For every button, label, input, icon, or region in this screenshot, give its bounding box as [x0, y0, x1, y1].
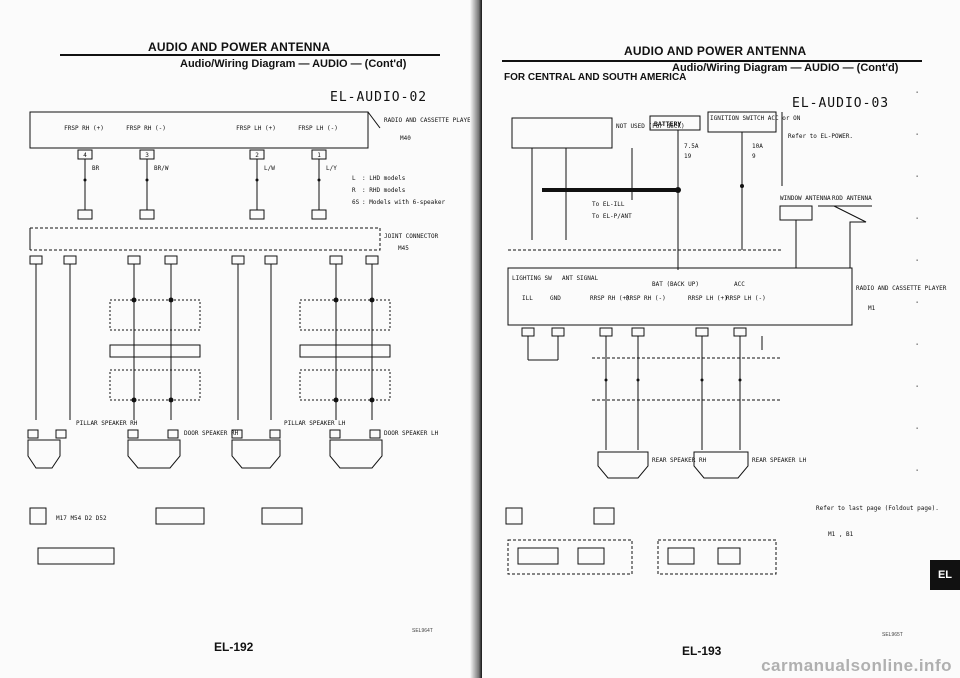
rod-antenna-label: ROD ANTENNA	[832, 195, 872, 202]
speaker-label-3: FRSP LH (+)	[236, 125, 276, 132]
left-radio-box	[29, 111, 369, 149]
rear-rh-label: REAR SPEAKER RH	[652, 457, 707, 464]
watermark-text: carmanualsonline.info	[761, 656, 952, 675]
left-sel-code: SEL964T	[412, 628, 433, 634]
wire-2: BR/W	[154, 165, 169, 172]
fuse-a-no: 19	[684, 153, 692, 160]
section-tab-el[interactable]: EL	[930, 560, 960, 590]
lower-term-rrsp-rh-minus: RRSP RH (-)	[626, 295, 666, 302]
wire-1: BR	[92, 165, 100, 172]
terminal-acc: ACC	[734, 281, 745, 288]
left-title-rule	[60, 54, 440, 56]
left-title: AUDIO AND POWER ANTENNA	[148, 40, 331, 54]
edge-mark: ▪	[916, 342, 919, 348]
right-radio-box	[507, 267, 853, 326]
door-rh-label: DOOR SPEAKER RH	[184, 430, 239, 437]
pin-3: 2	[255, 152, 259, 159]
pillar-rh-label: PILLAR SPEAKER RH	[76, 420, 138, 427]
speaker-label-4: FRSP LH (-)	[298, 125, 338, 132]
left-subtitle: Audio/Wiring Diagram — AUDIO — (Cont'd)	[180, 58, 407, 70]
speaker-label-1: FRSP RH (+)	[64, 125, 104, 132]
left-page-number: EL-192	[214, 640, 254, 654]
legend-text-1: : LHD models	[362, 175, 406, 182]
battery-label: BATTERY	[654, 120, 681, 128]
door-lh-label: DOOR SPEAKER LH	[384, 430, 439, 437]
to-ill-label: To EL-ILL	[592, 201, 625, 208]
left-wiring-diagram: FRSP RH (+) FRSP RH (-) FRSP LH (+) FRSP…	[27, 111, 475, 565]
edge-mark: ▪	[916, 216, 919, 222]
pin-4: 1	[317, 152, 321, 159]
right-title: AUDIO AND POWER ANTENNA	[624, 44, 807, 58]
not-used-label: NOT USED (For deck)	[616, 123, 685, 130]
not-used-box	[511, 117, 613, 149]
legend-code-2: R	[352, 187, 356, 194]
rear-lh-label: REAR SPEAKER LH	[752, 457, 807, 464]
pillar-lh-label: PILLAR SPEAKER LH	[284, 420, 346, 427]
right-region: FOR CENTRAL AND SOUTH AMERICA	[504, 72, 687, 83]
legend-text-3: : Models with 6-speaker	[362, 199, 445, 206]
ignition-label: IGNITION SWITCH ACC or ON	[710, 115, 801, 122]
right-wiring-diagram: NOT USED (For deck) BATTERY IGNITION SWI…	[505, 111, 947, 575]
right-radio-label: RADIO AND CASSETTE PLAYER	[856, 285, 947, 292]
speaker-label-2: FRSP RH (-)	[126, 125, 166, 132]
legend-code-1: L	[352, 175, 356, 182]
left-diagram-id: EL-AUDIO-02	[330, 90, 428, 105]
window-antenna-label: WINDOW ANTENNA	[780, 195, 831, 202]
edge-mark: ▪	[916, 90, 919, 96]
terminal-ant: ANT SIGNAL	[562, 275, 599, 282]
legend-code-3: 6S	[352, 199, 360, 206]
battery-box	[649, 115, 701, 131]
fuse-b: 10A	[752, 143, 763, 150]
refer-codes: M1 , B1	[828, 531, 854, 538]
to-pant-label: To EL-P/ANT	[592, 213, 632, 220]
refer-power: Refer to EL-POWER.	[788, 133, 853, 140]
right-subtitle: Audio/Wiring Diagram — AUDIO — (Cont'd)	[672, 62, 899, 74]
terminal-bat: BAT (BACK UP)	[652, 281, 699, 288]
edge-mark: ▪	[916, 384, 919, 390]
left-bottom-codes: M17 M54 D2 D52	[56, 515, 107, 522]
pin-2: 3	[145, 152, 149, 159]
legend-text-2: : RHD models	[362, 187, 406, 194]
right-page: AUDIO AND POWER ANTENNA Audio/Wiring Dia…	[482, 0, 960, 678]
lower-term-rrsp-rh-plus: RRSP RH (+)	[590, 295, 630, 302]
edge-mark: ▪	[916, 426, 919, 432]
left-radio-conn: M40	[400, 135, 411, 142]
joint-connector-conn: M45	[398, 245, 409, 252]
edge-mark: ▪	[916, 258, 919, 264]
joint-connector-label: JOINT CONNECTOR	[384, 233, 439, 240]
edge-mark: ▪	[916, 468, 919, 474]
edge-mark: ▪	[916, 174, 919, 180]
lower-term-rrsp-lh-minus: RRSP LH (-)	[726, 295, 766, 302]
left-radio-label: RADIO AND CASSETTE PLAYER	[384, 117, 475, 124]
wire-4: L/Y	[326, 165, 337, 172]
right-page-number: EL-193	[682, 644, 722, 658]
terminal-lighting: LIGHTING SW	[512, 275, 552, 282]
lower-term-ill: ILL	[522, 295, 533, 302]
right-radio-conn: M1	[868, 305, 876, 312]
refer-last-page: Refer to last page (Foldout page).	[816, 505, 939, 512]
wire-3: L/W	[264, 165, 275, 172]
left-page: AUDIO AND POWER ANTENNA Audio/Wiring Dia…	[0, 0, 478, 678]
right-diagram-id: EL-AUDIO-03	[792, 96, 890, 111]
lower-term-gnd: GND	[550, 295, 561, 302]
fuse-a: 7.5A	[684, 143, 699, 150]
edge-mark: ▪	[916, 132, 919, 138]
fuse-b-no: 9	[752, 153, 756, 160]
edge-mark: ▪	[916, 300, 919, 306]
pin-1: 4	[83, 152, 87, 159]
page-edge-index-marks: ▪ ▪ ▪ ▪ ▪ ▪ ▪ ▪ ▪ ▪	[916, 90, 932, 610]
right-title-rule	[502, 60, 922, 62]
right-sel-code: SEL965T	[882, 632, 903, 638]
lower-term-rrsp-lh-plus: RRSP LH (+)	[688, 295, 728, 302]
